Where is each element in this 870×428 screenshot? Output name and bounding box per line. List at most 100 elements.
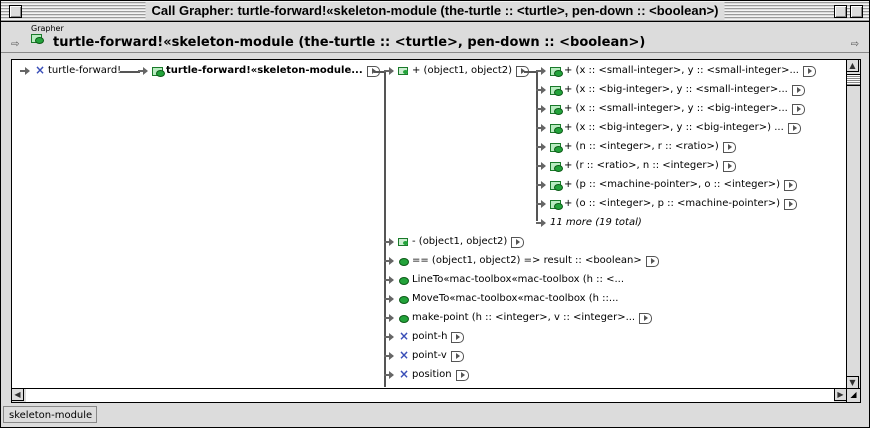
connector-arrow-icon	[138, 66, 150, 76]
graph-node-plus-method[interactable]: + (x :: <small-integer>, y :: <big-integ…	[536, 101, 805, 117]
graph-node-more[interactable]: 11 more (19 total)	[536, 215, 642, 231]
expand-button[interactable]	[791, 103, 805, 115]
node-label: point-h	[412, 331, 448, 342]
module-icon	[31, 33, 45, 47]
expand-button[interactable]	[639, 312, 653, 324]
node-label: + (object1, object2)	[412, 65, 513, 76]
graph-node-plus-method[interactable]: + (x :: <small-integer>, y :: <small-int…	[536, 63, 816, 79]
graph-node-plus-method[interactable]: + (x :: <big-integer>, y :: <small-integ…	[536, 82, 805, 98]
module-icon	[550, 104, 563, 115]
graph-node-plus[interactable]: + (object1, object2)	[384, 63, 530, 79]
node-label: + (x :: <big-integer>, y :: <small-integ…	[564, 84, 788, 95]
node-label: + (x :: <big-integer>, y :: <big-integer…	[564, 122, 784, 133]
graph-panel[interactable]: turtle-forward! turtle-forward!«skeleton-…	[11, 59, 847, 389]
node-label: + (r :: <ratio>, n :: <integer>)	[564, 160, 719, 171]
method-icon	[398, 275, 409, 285]
node-label: point-v	[412, 350, 447, 361]
expand-button[interactable]	[645, 255, 659, 267]
back-arrow-icon[interactable]: ⇨	[11, 39, 20, 50]
node-label: turtle-forward!	[48, 65, 122, 76]
connector-arrow-icon	[536, 199, 548, 209]
node-label: + (n :: <integer>, r :: <ratio>)	[564, 141, 719, 152]
expand-button[interactable]	[791, 84, 805, 96]
graph-node-callee[interactable]: LineTo«mac-toolbox«mac-toolbox (h :: <..…	[384, 272, 624, 288]
collapse-box[interactable]	[850, 5, 863, 18]
graph-node-callee[interactable]: MoveTo«mac-toolbox«mac-toolbox (h ::...	[384, 291, 618, 307]
grapher-header: ⇨ Grapher turtle-forward!«skeleton-modul…	[1, 22, 869, 53]
expand-button[interactable]	[784, 179, 798, 191]
module-icon	[550, 161, 563, 172]
connector-arrow-icon	[536, 104, 548, 114]
expand-button[interactable]	[451, 331, 465, 343]
horizontal-scrollbar[interactable]: ◀ ▶	[11, 388, 847, 403]
expand-button[interactable]	[455, 369, 469, 381]
x-icon	[398, 347, 409, 363]
node-label: == (object1, object2) => result :: <bool…	[412, 255, 642, 266]
graph-node-module[interactable]: turtle-forward!«skeleton-module...	[138, 63, 380, 79]
expand-button[interactable]	[803, 65, 816, 77]
vertical-scroll-thumb[interactable]	[847, 74, 860, 86]
edge-line	[524, 71, 538, 73]
connector-arrow-icon	[536, 66, 548, 76]
graph-node-plus-method[interactable]: + (x :: <big-integer>, y :: <big-integer…	[536, 120, 801, 136]
module-icon	[550, 66, 563, 77]
connector-arrow-icon	[20, 66, 32, 76]
connector-arrow-icon	[384, 256, 396, 266]
edge-line	[120, 71, 140, 73]
expand-button[interactable]	[722, 160, 736, 172]
node-label: turtle-forward!«skeleton-module...	[166, 65, 363, 76]
node-label: - (object1, object2)	[412, 236, 508, 247]
forward-arrow-icon[interactable]: ⇨	[850, 39, 859, 50]
node-label: make-point (h :: <integer>, v :: <intege…	[412, 312, 636, 323]
node-label: + (x :: <small-integer>, y :: <big-integ…	[564, 103, 788, 114]
graph-node-plus-method[interactable]: + (r :: <ratio>, n :: <integer>)	[536, 158, 736, 174]
graph-node-callee[interactable]: == (object1, object2) => result :: <bool…	[384, 253, 659, 269]
edge-line	[384, 71, 386, 387]
horizontal-scroll-track[interactable]	[26, 389, 834, 402]
grow-box[interactable]: ◢	[846, 388, 861, 403]
node-label: MoveTo«mac-toolbox«mac-toolbox (h ::...	[412, 293, 619, 304]
module-icon	[550, 142, 563, 153]
x-icon	[398, 366, 409, 382]
graph-node-plus-method[interactable]: + (n :: <integer>, r :: <ratio>)	[536, 139, 736, 155]
connector-arrow-icon	[384, 237, 396, 247]
connector-arrow-icon	[536, 180, 548, 190]
node-label: position	[412, 369, 452, 380]
connector-arrow-icon	[384, 66, 396, 76]
module-icon	[152, 66, 165, 77]
connector-arrow-icon	[536, 142, 548, 152]
expand-button[interactable]	[787, 122, 801, 134]
graph-node-callee[interactable]: make-point (h :: <integer>, v :: <intege…	[384, 310, 653, 326]
method-icon	[398, 313, 409, 323]
generic-function-icon	[398, 237, 409, 247]
graph-node-plus-method[interactable]: + (o :: <integer>, p :: <machine-pointer…	[536, 196, 798, 212]
module-icon	[550, 123, 563, 134]
expand-button[interactable]	[511, 236, 525, 248]
graph-node-callee[interactable]: - (object1, object2)	[384, 234, 525, 250]
x-icon	[398, 328, 409, 344]
connector-arrow-icon	[384, 332, 396, 342]
expand-button[interactable]	[722, 141, 736, 153]
graph-node-root[interactable]: turtle-forward!	[20, 62, 122, 79]
connector-arrow-icon	[384, 351, 396, 361]
vertical-scrollbar[interactable]: ▲ ▼	[846, 59, 861, 389]
node-label: + (o :: <integer>, p :: <machine-pointer…	[564, 198, 781, 209]
expand-button[interactable]	[784, 198, 798, 210]
connector-arrow-icon	[536, 123, 548, 133]
connector-arrow-icon	[384, 275, 396, 285]
window-title: Call Grapher: turtle-forward!«skeleton-m…	[145, 2, 725, 20]
title-bar[interactable]: Call Grapher: turtle-forward!«skeleton-m…	[1, 1, 869, 22]
scroll-left-button[interactable]: ◀	[11, 388, 24, 401]
expand-button[interactable]	[450, 350, 464, 362]
graph-node-callee[interactable]: point-v	[384, 347, 464, 364]
zoom-box[interactable]	[834, 5, 847, 18]
node-label: + (p :: <machine-pointer>, o :: <integer…	[564, 179, 781, 190]
module-icon	[550, 180, 563, 191]
scroll-up-button[interactable]: ▲	[846, 59, 859, 72]
graph-node-plus-method[interactable]: + (p :: <machine-pointer>, o :: <integer…	[536, 177, 798, 193]
graph-node-callee[interactable]: point-h	[384, 328, 465, 345]
connector-arrow-icon	[536, 218, 548, 228]
graph-node-callee[interactable]: position	[384, 366, 469, 383]
close-box[interactable]	[9, 5, 22, 18]
